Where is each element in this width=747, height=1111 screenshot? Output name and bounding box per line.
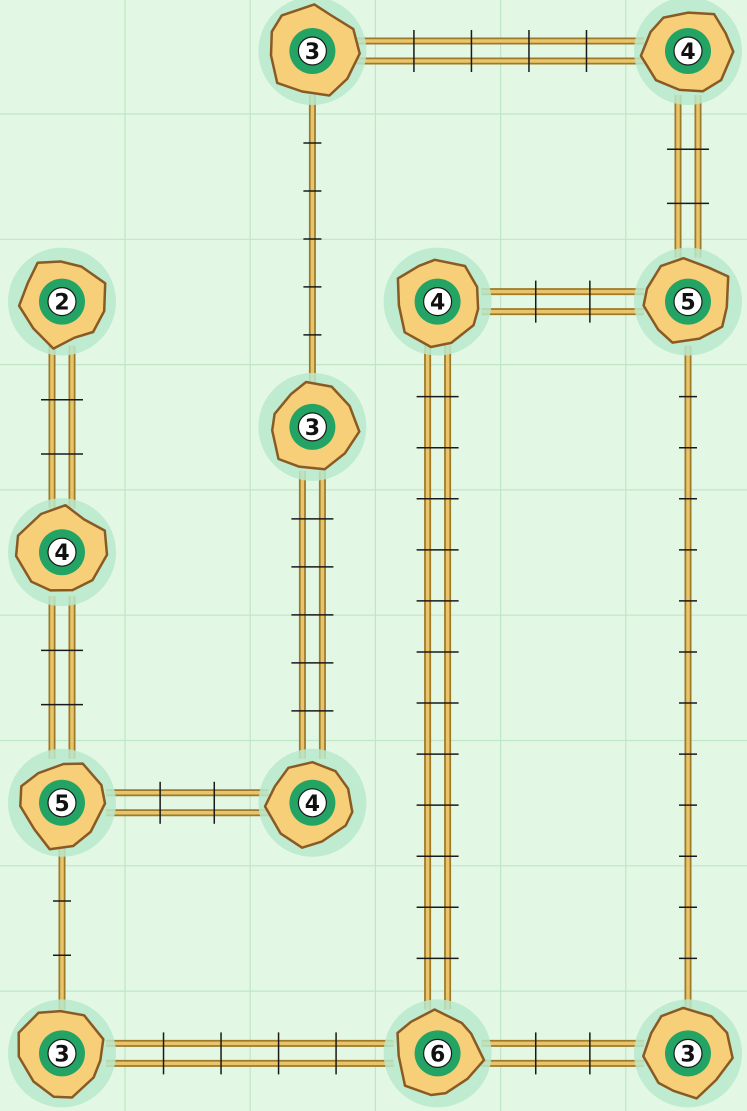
island-number: 6 <box>430 1042 445 1067</box>
island-i8[interactable]: 5 <box>8 749 116 857</box>
double-bridge[interactable] <box>417 346 459 1010</box>
single-bridge[interactable] <box>679 346 697 1010</box>
island-number: 2 <box>54 291 69 316</box>
double-bridge[interactable] <box>41 346 83 509</box>
island-number: 3 <box>305 416 320 441</box>
double-bridge[interactable] <box>291 471 333 759</box>
island-number: 4 <box>430 291 445 316</box>
island-i12[interactable]: 3 <box>634 999 742 1107</box>
single-bridge[interactable] <box>303 95 321 383</box>
double-bridge[interactable] <box>482 1032 644 1074</box>
double-bridge[interactable] <box>667 95 709 258</box>
island-i5[interactable]: 5 <box>634 248 742 356</box>
island-i4[interactable]: 4 <box>384 248 492 356</box>
island-i2[interactable]: 4 <box>634 0 742 105</box>
island-number: 3 <box>680 1042 695 1067</box>
single-bridge[interactable] <box>53 847 71 1010</box>
island-number: 5 <box>680 291 695 316</box>
island-i6[interactable]: 3 <box>258 373 366 481</box>
double-bridge[interactable] <box>41 596 83 759</box>
island-i3[interactable]: 2 <box>8 248 116 356</box>
double-bridge[interactable] <box>106 782 268 824</box>
island-i11[interactable]: 6 <box>384 999 492 1107</box>
island-number: 3 <box>305 40 320 65</box>
island-number: 4 <box>680 40 695 65</box>
island-number: 3 <box>54 1042 69 1067</box>
double-bridge[interactable] <box>482 281 644 323</box>
island-number: 4 <box>54 541 69 566</box>
island-i10[interactable]: 3 <box>8 999 116 1107</box>
island-i1[interactable]: 3 <box>258 0 366 105</box>
island-i9[interactable]: 4 <box>258 749 366 857</box>
island-i7[interactable]: 4 <box>8 498 116 606</box>
island-number: 5 <box>54 792 69 817</box>
island-number: 4 <box>305 792 320 817</box>
